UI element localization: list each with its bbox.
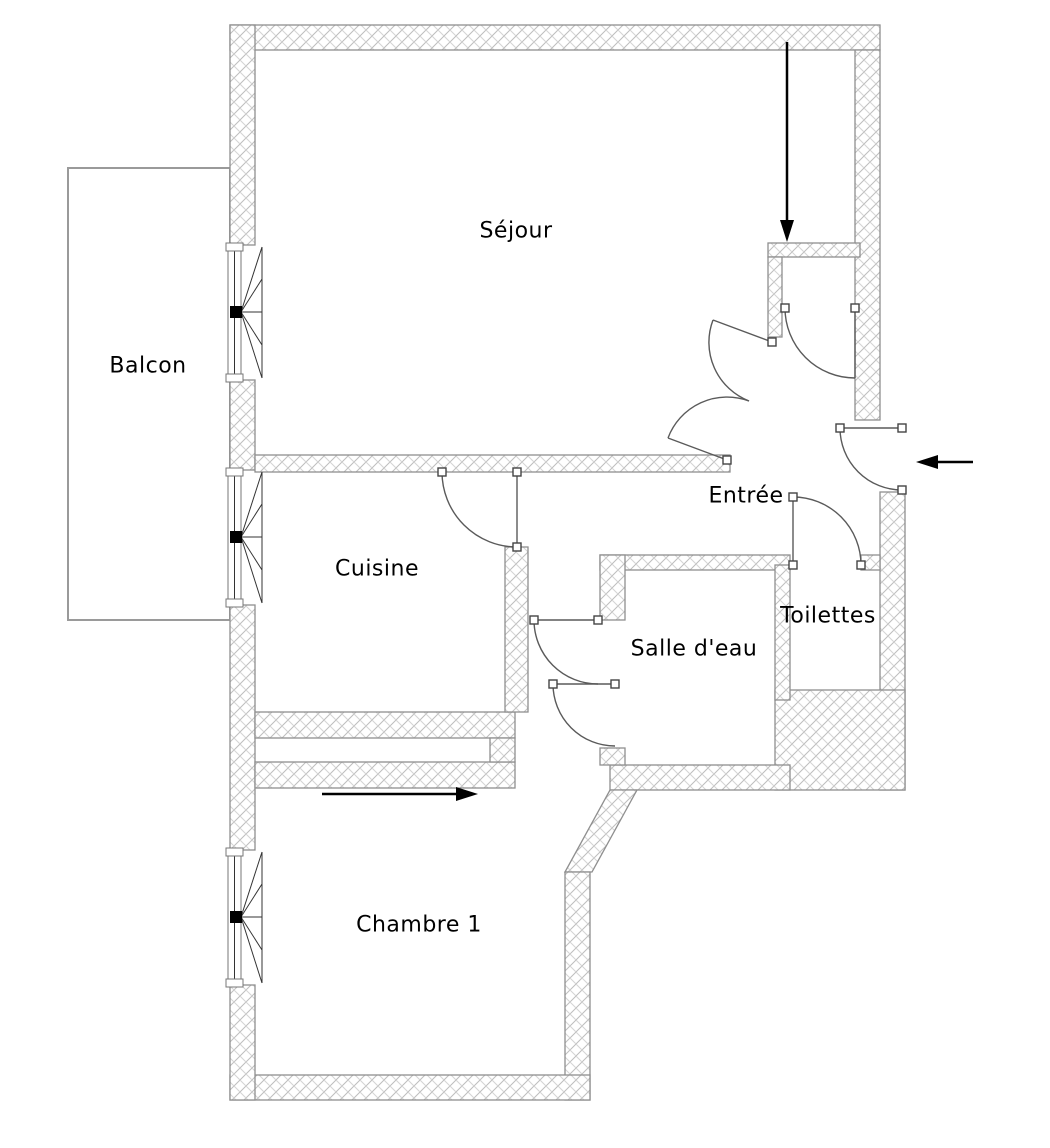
wall-entry-stub-v xyxy=(767,256,783,338)
wall-bedroom-bottom xyxy=(229,1074,591,1101)
wall-left-4 xyxy=(229,984,256,1101)
wall-bedroom-top xyxy=(254,761,516,789)
kitchen-door-icon xyxy=(437,467,522,552)
wall-left-2 xyxy=(229,379,256,471)
passage-arrow-right-icon xyxy=(322,787,478,801)
window-livingroom-icon xyxy=(225,242,263,383)
closet-door-icon xyxy=(780,303,860,379)
wall-kitchen-right xyxy=(504,546,529,713)
window-bedroom-icon xyxy=(225,847,263,988)
wall-livingroom-divider xyxy=(254,454,731,473)
wall-bedroom-right xyxy=(564,871,591,1101)
side-entry-arrow-left-icon xyxy=(916,455,973,469)
wall-bath-left-lower xyxy=(599,747,626,766)
wall-step xyxy=(563,789,639,873)
toilet-door-icon xyxy=(788,492,866,570)
bathroom-door-lower-icon xyxy=(548,679,620,747)
wall-bath-bottom xyxy=(609,764,791,791)
room-label-toilettes: Toilettes xyxy=(780,603,876,629)
window-kitchen-icon xyxy=(225,467,263,608)
wall-left-3 xyxy=(229,604,256,851)
wall-kitchen-bottom xyxy=(254,711,516,739)
wall-bath-top xyxy=(599,554,791,571)
wall-corner-block xyxy=(774,689,906,791)
room-label-cuisine: Cuisine xyxy=(335,556,419,582)
room-label-salle-deau: Salle d'eau xyxy=(630,636,758,662)
room-label-balcon: Balcon xyxy=(109,353,187,379)
bathroom-door-upper-icon xyxy=(529,615,603,685)
wall-top xyxy=(229,24,881,51)
wall-entry-stub-h xyxy=(767,242,861,258)
room-label-entree: Entrée xyxy=(708,483,784,509)
walls xyxy=(229,24,906,1101)
room-label-sejour: Séjour xyxy=(479,218,553,244)
room-label-chambre1: Chambre 1 xyxy=(356,912,482,938)
balcony-outline xyxy=(67,167,231,621)
livingroom-double-door-icon xyxy=(667,319,777,465)
windows xyxy=(225,242,263,988)
wall-bath-left-upper xyxy=(599,554,626,621)
wall-connector xyxy=(489,737,516,763)
arrows xyxy=(322,42,973,801)
wall-right-upper xyxy=(854,49,881,421)
wall-toilet-left xyxy=(774,564,791,701)
doors xyxy=(437,303,907,747)
top-entry-arrow-down-icon xyxy=(780,42,794,242)
entry-door-icon xyxy=(835,423,907,495)
wall-left-1 xyxy=(229,24,256,246)
